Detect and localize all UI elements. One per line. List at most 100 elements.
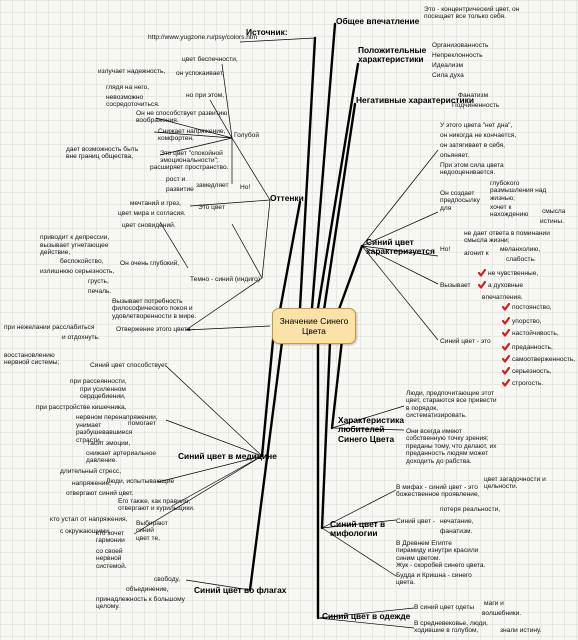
trunk-link [248,340,284,592]
positive-item: Сила духа [432,72,464,79]
char-item: строгость. [512,380,544,387]
medicine-item: восстановлению нервной системы; [4,352,60,367]
char-item: серьезность, [512,368,552,375]
char-item: Вызывает [440,282,471,289]
topic-characterized[interactable]: Синий цвет характеризуется [366,237,435,257]
trunk-link [298,36,317,310]
topic-negative[interactable]: Негативные характеристики [356,95,474,105]
topic-general[interactable]: Общее впечатление [336,16,420,26]
medicine-item: Синий цвет способствует [90,362,168,369]
char-item: У этого цвета "нет дна", [440,122,513,129]
char-item: преданность, [512,344,553,351]
clothes-item: знали истину. [500,627,542,634]
trunk-link [278,200,302,312]
indigo-item: приводит к депрессии, [40,234,110,241]
shade-item: дает возможность быть вне границ обществ… [66,146,139,161]
topic-clothes[interactable]: Синий цвет в одежде [322,611,411,621]
clothes-item: волшебники. [482,610,522,617]
medicine-item: с окружающими, [60,528,111,535]
shade-item-blue[interactable]: Голубой [234,132,259,139]
indigo-title[interactable]: Темно - синий (индиго) [190,276,261,283]
myth-item: нечатание, [440,518,474,525]
char-item: Синий цвет - это [440,338,491,345]
indigo-item: вызывает угнетающее действие, [40,242,109,257]
source-url[interactable]: http://www.yugzone.ru/psy/colors.htm [148,34,258,41]
topic-medicine[interactable]: Синий цвет в медицине [178,451,277,461]
char-item: слабость. [506,256,536,263]
char-item: истины. [540,218,564,225]
shade-item: развитие [166,186,194,193]
checkmark-icon [502,367,510,375]
lovers-item: Люди, предпочитающие этот цвет, стараютс… [406,390,497,420]
topic-positive[interactable]: Положительные характеристики [358,45,427,65]
char-item: он затягивает в себя, [440,142,506,149]
checkmark-icon [502,329,510,337]
trunk-link [330,338,344,430]
trunk-link [320,340,332,530]
indigo-item: Отвержение этого цвета - [116,326,195,333]
indigo-item: печаль. [88,288,112,295]
flags-item: свободу, [154,576,181,583]
trunk-link [310,22,337,310]
medicine-item: длительный стресс, [60,468,122,475]
medicine-item: при расстройстве кишечника, [36,404,127,411]
flags-item: принадлежность к большому целому. [96,596,185,611]
medicine-item: кто хочет гармонии [96,530,125,545]
indigo-item: при нежелании расслабиться [4,324,95,331]
negative-item: Фанатизм [458,92,489,99]
myth-item: цвет загадочности и цельности. [484,476,546,491]
checkmark-icon [478,281,486,289]
char-item: При этом сила цвета недооценивается. [440,162,504,177]
indigo-item: Вызывает потребность философического пок… [112,298,197,320]
shade-item: глядя на него, [106,84,150,91]
medicine-item: отвергают синий цвет. [66,490,134,497]
medicine-item: помогает [128,420,156,427]
shade-item: расширяет пространство. [150,164,229,171]
lovers-item: Они всегда имеют собственную точку зрени… [406,428,497,465]
medicine-item: со своей нервной системой. [96,548,127,570]
central-topic[interactable]: Значение Синего Цвета [272,308,356,344]
positive-item: Организованность [432,42,489,49]
trunk-link [260,328,276,458]
myth-item: В Древнем Египте пирамиду изнутри красил… [396,540,479,562]
topic-flags[interactable]: Синий цвет во флагах [194,585,287,595]
checkmark-icon [502,355,510,363]
shade-item: рост и [166,176,186,183]
char-item: упорство, [512,318,542,325]
shade-item: излучает надежность, [98,68,166,75]
trunk-link [322,102,357,312]
positive-item: Непреклонность [432,52,483,59]
trunk-link [336,244,364,314]
char-item: не дает ответа в поминании смысла жизни; [464,230,550,245]
topic-source[interactable]: Источник: [246,27,288,37]
topic-lovers[interactable]: Характеристика любителей Синего Цвета [338,415,404,444]
medicine-item: Люди, испытывающие [106,478,175,485]
medicine-item: Его также, как правило, отвергают и кури… [118,498,195,513]
trunk-link [316,62,360,310]
shade-item: Это цвет [198,204,225,211]
char-item: хочет к нахождению [490,204,529,219]
topic-myth[interactable]: Синий цвет в мифологии [330,519,386,539]
positive-item: Идеализм [432,62,464,69]
medicine-item: Выбирают синий цвет те, [136,520,168,542]
checkmark-icon [502,379,510,387]
indigo-item: и отдохнуть. [62,334,100,341]
char-item: Он создает предпосылку для [440,190,480,212]
topic-shades[interactable]: Оттенки [270,193,304,203]
indigo-item: излишнюю серьезность, [40,268,115,275]
shade-item: цвет мира и согласия. [118,210,186,217]
shade-item: цвет беспечности, [182,56,238,63]
checkmark-icon [478,269,486,277]
general-item: Это - концентрический цвет, он посещает … [424,6,520,21]
negative-item: Подчиненность [452,102,500,109]
medicine-item: снижает артериальное давление. [86,450,157,465]
shade-item: но при этом, [186,92,225,99]
checkmark-icon [502,317,510,325]
clothes-item: В средневековье, люди, ходившие в голубо… [414,620,488,635]
indigo-item: грусть, [88,278,109,285]
char-item: смысла [542,208,566,215]
char-item: он никогда не кончается, [440,132,517,139]
medicine-item: при рассеянности, [70,378,127,385]
char-item: Но! [440,246,451,253]
